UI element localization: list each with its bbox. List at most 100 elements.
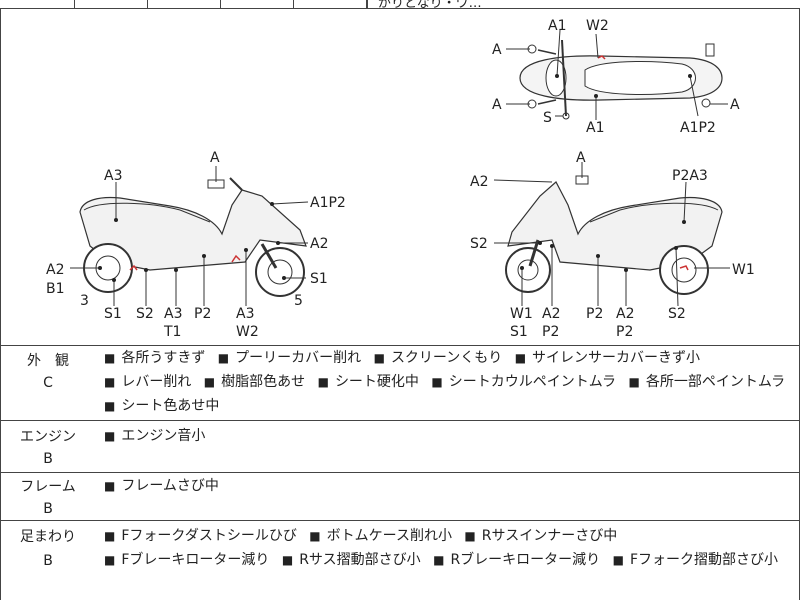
bullet-square-icon: ■: [104, 375, 116, 389]
condition-item: ■ Fブレーキローター減り: [104, 552, 269, 568]
diagram-label: S1: [510, 324, 528, 340]
bullet-square-icon: ■: [464, 529, 476, 543]
diagram-label: S: [543, 110, 552, 126]
bullet-square-icon: ■: [104, 399, 116, 413]
condition-item: ■ レバー削れ: [104, 374, 191, 390]
bullet-square-icon: ■: [433, 553, 445, 567]
diagram-label: A2: [542, 306, 560, 322]
diagram-label: A2: [470, 174, 488, 190]
condition-item: ■ プーリーカバー削れ: [218, 350, 361, 366]
diagram-label: W1: [510, 306, 533, 322]
diagram-label: B1: [46, 281, 65, 297]
diagram-label: A2: [46, 262, 64, 278]
bullet-square-icon: ■: [309, 529, 321, 543]
diagram-label: 3: [80, 293, 89, 309]
section-grade: C: [43, 375, 53, 391]
left-view: A3 A A1P2 A2 S1 A2 B1 3 S1 S2 A3 T1 P2 A…: [46, 150, 346, 340]
condition-item: ■ ボトムケース削れ小: [309, 528, 452, 544]
condition-item-text: フレームさび中: [121, 478, 219, 494]
bullet-square-icon: ■: [104, 479, 116, 493]
diagram-label: A: [730, 97, 740, 113]
condition-item: ■ Rブレーキローター減り: [433, 552, 600, 568]
condition-item-text: Rサス摺動部さび小: [299, 552, 421, 568]
condition-item-text: シートカウルペイントムラ: [448, 374, 617, 390]
condition-item: ■ Fフォークダストシールひび: [104, 528, 297, 544]
diagram-label: P2: [616, 324, 633, 340]
diagram-label: P2A3: [672, 168, 708, 184]
diagram-label: S1: [104, 306, 122, 322]
header-fragment: がりとなり・ワ…: [378, 0, 482, 11]
damage-diagram: A1 W2 A A S A1 A1P2 A: [46, 18, 755, 340]
condition-item-text: Rブレーキローター減り: [450, 552, 601, 568]
bullet-square-icon: ■: [281, 553, 294, 567]
condition-item: ■ フレームさび中: [104, 478, 219, 494]
diagram-label: A1: [548, 18, 566, 34]
section-name: 外 観: [27, 353, 69, 369]
condition-item-text: シート色あせ中: [121, 398, 220, 414]
diagram-label: 5: [294, 293, 303, 309]
header-cell: [221, 0, 294, 8]
diagram-label: A: [492, 97, 502, 113]
section-items: ■ フレームさび中: [104, 474, 796, 498]
right-view: A A2 P2A3 S2 W1 W1 S1 A2 P2 P2 A2 P2 S2: [470, 150, 755, 340]
section-name: エンジン: [20, 429, 76, 445]
diagram-label: A: [210, 150, 220, 166]
diagram-label: A3: [236, 306, 254, 322]
bullet-square-icon: ■: [104, 429, 116, 443]
diagram-label: W2: [236, 324, 259, 340]
diagram-label: S2: [668, 306, 686, 322]
diagram-label: A1P2: [680, 120, 716, 136]
condition-item-text: ボトムケース削れ小: [326, 528, 452, 544]
diagram-label: A2: [310, 236, 328, 252]
condition-item-text: サイレンサーカバーきず小: [532, 350, 701, 366]
condition-item: ■ 各所うすきず: [104, 350, 205, 366]
condition-item-text: プーリーカバー削れ: [235, 350, 362, 366]
section-items: ■ 各所うすきず ■ プーリーカバー削れ ■ スクリーンくもり ■ サイレンサーカバーき…: [104, 346, 796, 418]
bullet-square-icon: ■: [104, 529, 116, 543]
diagram-label: S2: [470, 236, 488, 252]
section-grade: B: [43, 451, 53, 467]
bullet-square-icon: ■: [373, 351, 385, 365]
header-cell: [148, 0, 221, 8]
bullet-square-icon: ■: [203, 375, 216, 389]
diagram-label: T1: [163, 324, 181, 340]
section-items: ■Fフォークダストシールひび ■ボトムケース削れ小 ■Rサスインナーさび中 ■F…: [104, 524, 796, 572]
bullet-square-icon: ■: [612, 553, 624, 567]
condition-item-text: スクリーンくもり: [390, 350, 503, 366]
condition-item-text: エンジン音小: [121, 428, 206, 444]
condition-item-text: シート硬化中: [334, 374, 419, 390]
section-name: 足まわり: [20, 529, 76, 545]
bullet-square-icon: ■: [104, 553, 116, 567]
bullet-square-icon: ■: [104, 351, 116, 365]
condition-item: ■ シートカウルペイントムラ: [431, 374, 616, 390]
condition-item-text: 各所うすきず: [121, 350, 206, 366]
section-grade: B: [43, 553, 53, 569]
diagram-label: P2: [194, 306, 211, 322]
condition-item: ■ シート硬化中: [318, 374, 419, 390]
diagram-label: S1: [310, 271, 328, 287]
diagram-label: A: [492, 42, 502, 58]
diagram-label: A: [576, 150, 586, 166]
condition-item: ■ エンジン音小: [104, 428, 205, 444]
section-grade: B: [43, 501, 53, 517]
top-view: A1 W2 A A S A1 A1P2 A: [492, 18, 740, 136]
condition-item-text: レバー削れ: [121, 374, 192, 390]
bullet-square-icon: ■: [431, 375, 443, 389]
diagram-label: A2: [616, 306, 634, 322]
diagram-label: P2: [542, 324, 559, 340]
section-name: フレーム: [20, 479, 76, 495]
bullet-square-icon: ■: [317, 375, 329, 389]
condition-item-text: Fフォークダストシールひび: [121, 528, 297, 544]
condition-item-text: Rサスインナーさび中: [481, 528, 618, 544]
diagram-label: A3: [164, 306, 182, 322]
condition-item: ■ Rサスインナーさび中: [464, 528, 617, 544]
condition-item: ■ シート色あせ中: [104, 398, 219, 414]
condition-item: ■各所一部ペイントムラ: [629, 374, 786, 390]
header-cell: [0, 0, 75, 8]
header-cell: [75, 0, 148, 8]
diagram-label: W1: [732, 262, 755, 278]
bullet-square-icon: ■: [217, 351, 230, 365]
condition-item: ■Fフォーク摺動部さび小: [613, 552, 778, 568]
condition-item-text: Fブレーキローター減り: [121, 552, 270, 568]
